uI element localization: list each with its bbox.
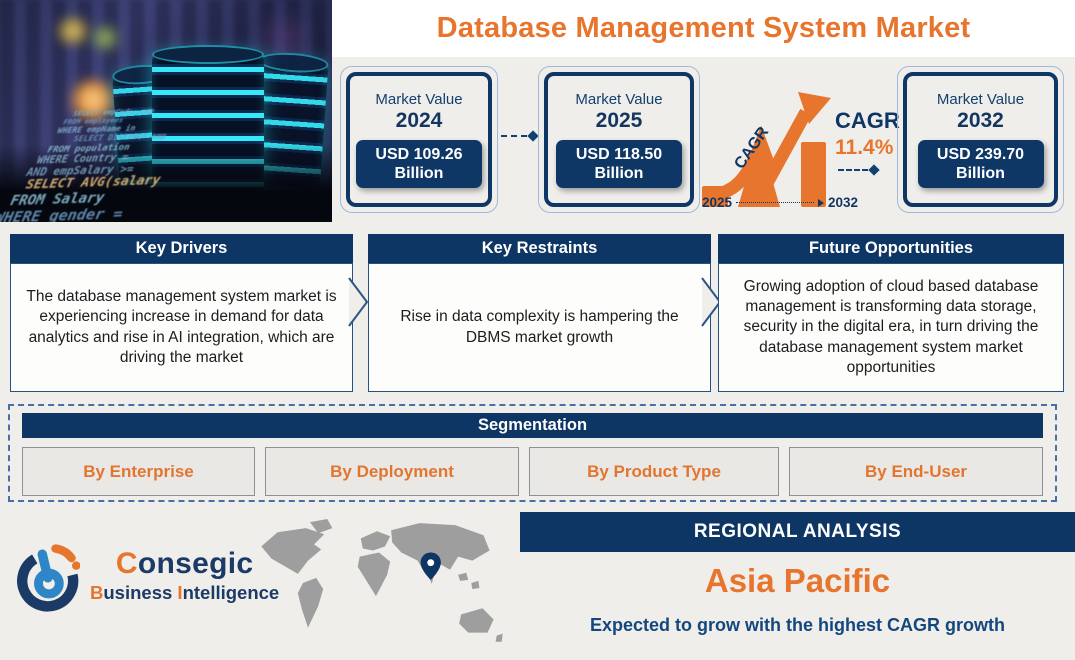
- market-value-label: Market Value: [936, 91, 1025, 108]
- key-drivers-text: The database management system market is…: [10, 263, 353, 392]
- world-map: [261, 519, 503, 642]
- regional-region-name: Asia Pacific: [704, 562, 891, 599]
- regional-note: Expected to grow with the highest CAGR g…: [589, 615, 1005, 635]
- cagr-end-year: 2032: [827, 195, 858, 210]
- segment-by-end-user: By End-User: [789, 447, 1043, 496]
- market-value-year: 2024: [395, 109, 443, 132]
- location-pin-icon: [420, 552, 441, 580]
- cagr-growth-icon: CAGR: [702, 92, 831, 207]
- segment-by-product-type: By Product Type: [529, 447, 779, 496]
- cagr-year-range: 2025 2032: [702, 195, 858, 210]
- dashed-line: [501, 135, 527, 137]
- market-value-amount: USD 239.70 Billion: [917, 140, 1044, 188]
- logo-sub-rest: ntelligence: [182, 581, 280, 603]
- page-title: Database Management System Market: [436, 12, 971, 44]
- chevron-right-icon: [348, 277, 369, 327]
- dotted-arrow-icon: [817, 198, 824, 207]
- regional-analysis-title: REGIONAL ANALYSIS: [693, 521, 902, 542]
- logo-text: Consegic Business Intelligence: [90, 547, 279, 604]
- key-drivers-box: Key Drivers The database management syst…: [10, 234, 353, 392]
- cagr-callout: CAGR 11.4%: [835, 108, 900, 160]
- logo-subtitle: Business Intelligence: [90, 582, 279, 604]
- photo-floor-shadow: [0, 144, 332, 222]
- segmentation-title: Segmentation: [22, 413, 1043, 438]
- segment-by-enterprise: By Enterprise: [22, 447, 255, 496]
- logo-brand-rest: onsegic: [137, 546, 254, 580]
- market-value-card-inner: Market Value 2024 USD 109.26 Billion: [346, 72, 492, 207]
- future-opportunities-text: Growing adoption of cloud based database…: [718, 263, 1064, 392]
- cagr-value: 11.4%: [835, 136, 894, 159]
- segmentation-section: Segmentation By Enterprise By Deployment…: [8, 404, 1057, 502]
- market-value-card-2025: Market Value 2025 USD 118.50 Billion: [538, 66, 700, 213]
- market-value-amount: USD 109.26 Billion: [356, 140, 482, 188]
- diamond-connector-icon: [527, 130, 539, 142]
- market-value-year: 2032: [957, 109, 1004, 132]
- market-value-card-inner: Market Value 2025 USD 118.50 Billion: [544, 72, 694, 207]
- market-value-card-2032: Market Value 2032 USD 239.70 Billion: [897, 66, 1064, 213]
- consegic-logo-mark-icon: [17, 544, 80, 612]
- bokeh-light: [70, 80, 116, 120]
- market-value-amount: USD 118.50 Billion: [556, 140, 682, 188]
- segment-by-deployment: By Deployment: [265, 447, 519, 496]
- dashed-line: [838, 169, 868, 171]
- market-value-card-inner: Market Value 2032 USD 239.70 Billion: [903, 72, 1058, 207]
- title-band: Database Management System Market: [332, 0, 1075, 57]
- logo-brand-name: Consegic: [116, 547, 253, 581]
- dashed-diamond-connector-icon: [501, 130, 539, 142]
- cagr-start-year: 2025: [702, 195, 733, 210]
- bokeh-light: [92, 26, 118, 50]
- logo-brand-initial: C: [115, 546, 138, 580]
- market-value-label: Market Value: [575, 91, 663, 108]
- future-opportunities-title: Future Opportunities: [718, 234, 1064, 263]
- market-value-year: 2025: [595, 109, 643, 132]
- logo-sub-initial: B: [90, 581, 104, 603]
- key-restraints-box: Key Restraints Rise in data complexity i…: [368, 234, 711, 392]
- future-opportunities-box: Future Opportunities Growing adoption of…: [718, 234, 1064, 392]
- sql-code-overlay: SELECT empCode, emp FROM employees WHERE…: [0, 107, 176, 222]
- market-value-card-2024: Market Value 2024 USD 109.26 Billion: [340, 66, 498, 213]
- segmentation-row: By Enterprise By Deployment By Product T…: [10, 447, 1055, 496]
- diamond-connector-icon: [868, 164, 880, 176]
- regional-analysis-band: REGIONAL ANALYSIS: [520, 512, 1075, 552]
- cagr-label: CAGR: [835, 108, 900, 133]
- dashed-diamond-connector-icon: [838, 164, 880, 176]
- key-drivers-title: Key Drivers: [10, 234, 353, 263]
- key-restraints-text: Rise in data complexity is hampering the…: [368, 263, 711, 392]
- market-value-label: Market Value: [375, 91, 463, 108]
- logo-sub-mid: usiness: [103, 581, 178, 603]
- consegic-logo: Consegic Business Intelligence: [14, 538, 279, 612]
- bokeh-light: [58, 18, 88, 44]
- database-servers-photo: SELECT empCode, emp FROM employees WHERE…: [0, 0, 332, 222]
- key-restraints-title: Key Restraints: [368, 234, 711, 263]
- logo-sub-initial2: I: [177, 581, 183, 603]
- dotted-line: [736, 202, 814, 203]
